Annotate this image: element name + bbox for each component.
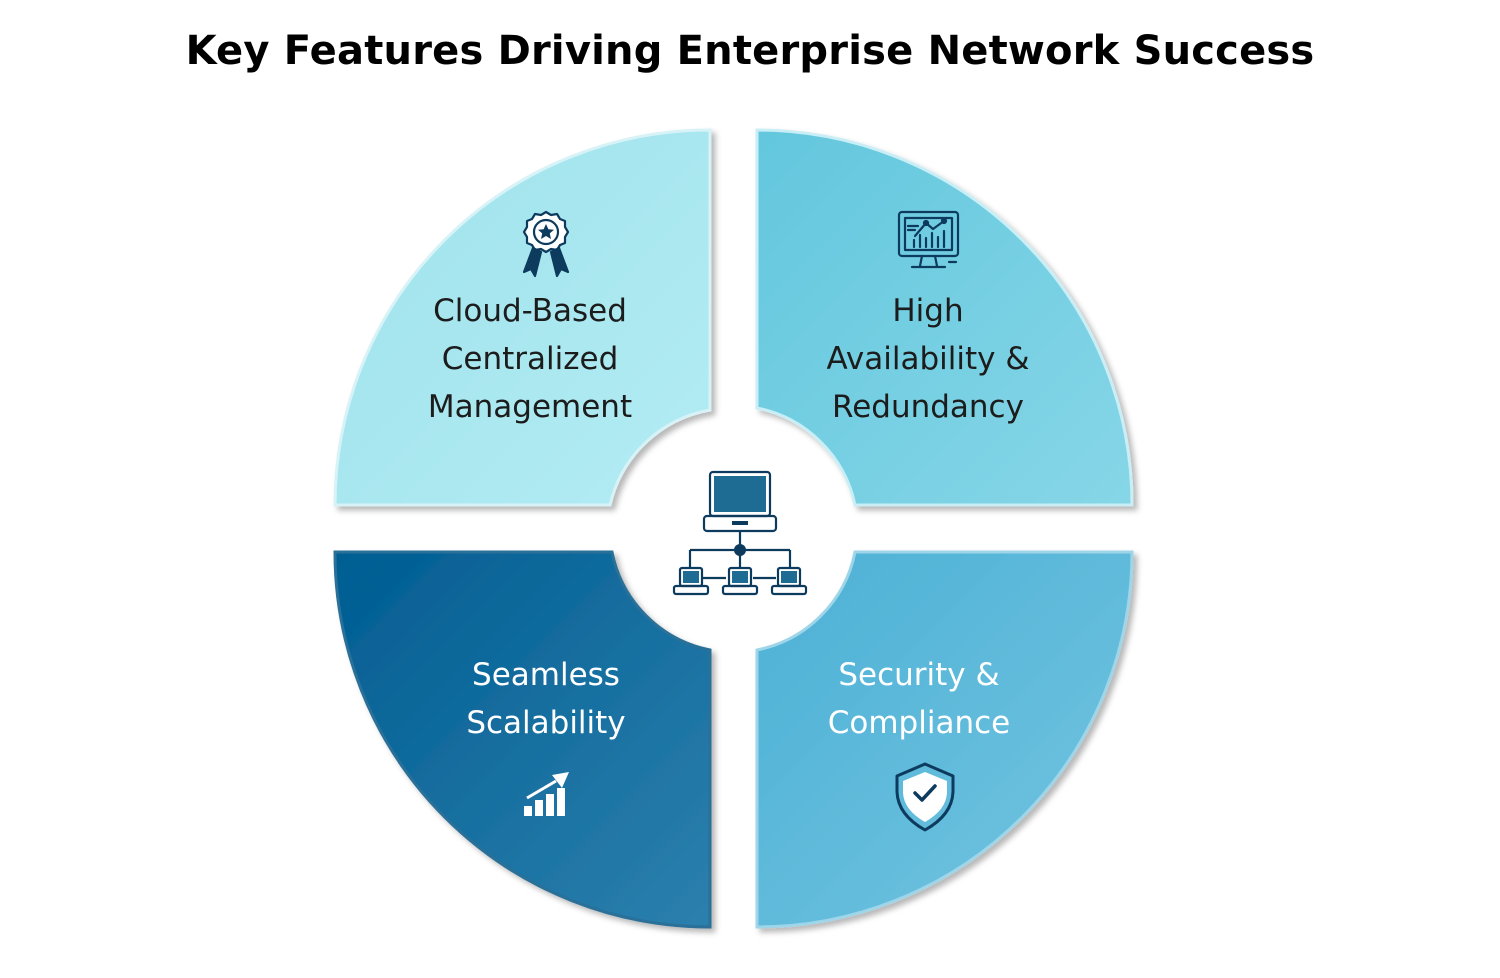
quadrant-bottom-right-label: Security & Compliance [799,651,1039,747]
label-line: Availability & [826,341,1030,377]
label-line: Security & [838,657,1000,693]
label-line: Management [427,389,633,425]
label-line: Cloud-Based [433,293,627,329]
label-line: High [892,293,964,329]
label-line: Compliance [827,705,1011,741]
quadrant-top-left [333,128,712,507]
page-title: Key Features Driving Enterprise Network … [185,28,1315,74]
shield-check-icon [895,762,955,832]
quadrant-bottom-left-label: Seamless Scalability [426,651,666,747]
quadrant-bottom-left [333,550,712,929]
quadrant-bottom-right [755,550,1134,929]
label-line: Seamless [472,657,620,693]
growth-chart-icon [524,772,569,816]
analytics-monitor-icon [897,210,960,269]
award-ribbon-icon [522,210,570,278]
label-line: Redundancy [832,389,1024,425]
quadrant-top-right-label: High Availability & Redundancy [808,287,1048,431]
network-computers-icon [672,470,808,596]
label-line: Scalability [466,705,626,741]
quadrant-top-right [755,128,1134,507]
quadrant-top-left-label: Cloud-Based Centralized Management [410,287,650,431]
label-line: Centralized [441,341,619,377]
